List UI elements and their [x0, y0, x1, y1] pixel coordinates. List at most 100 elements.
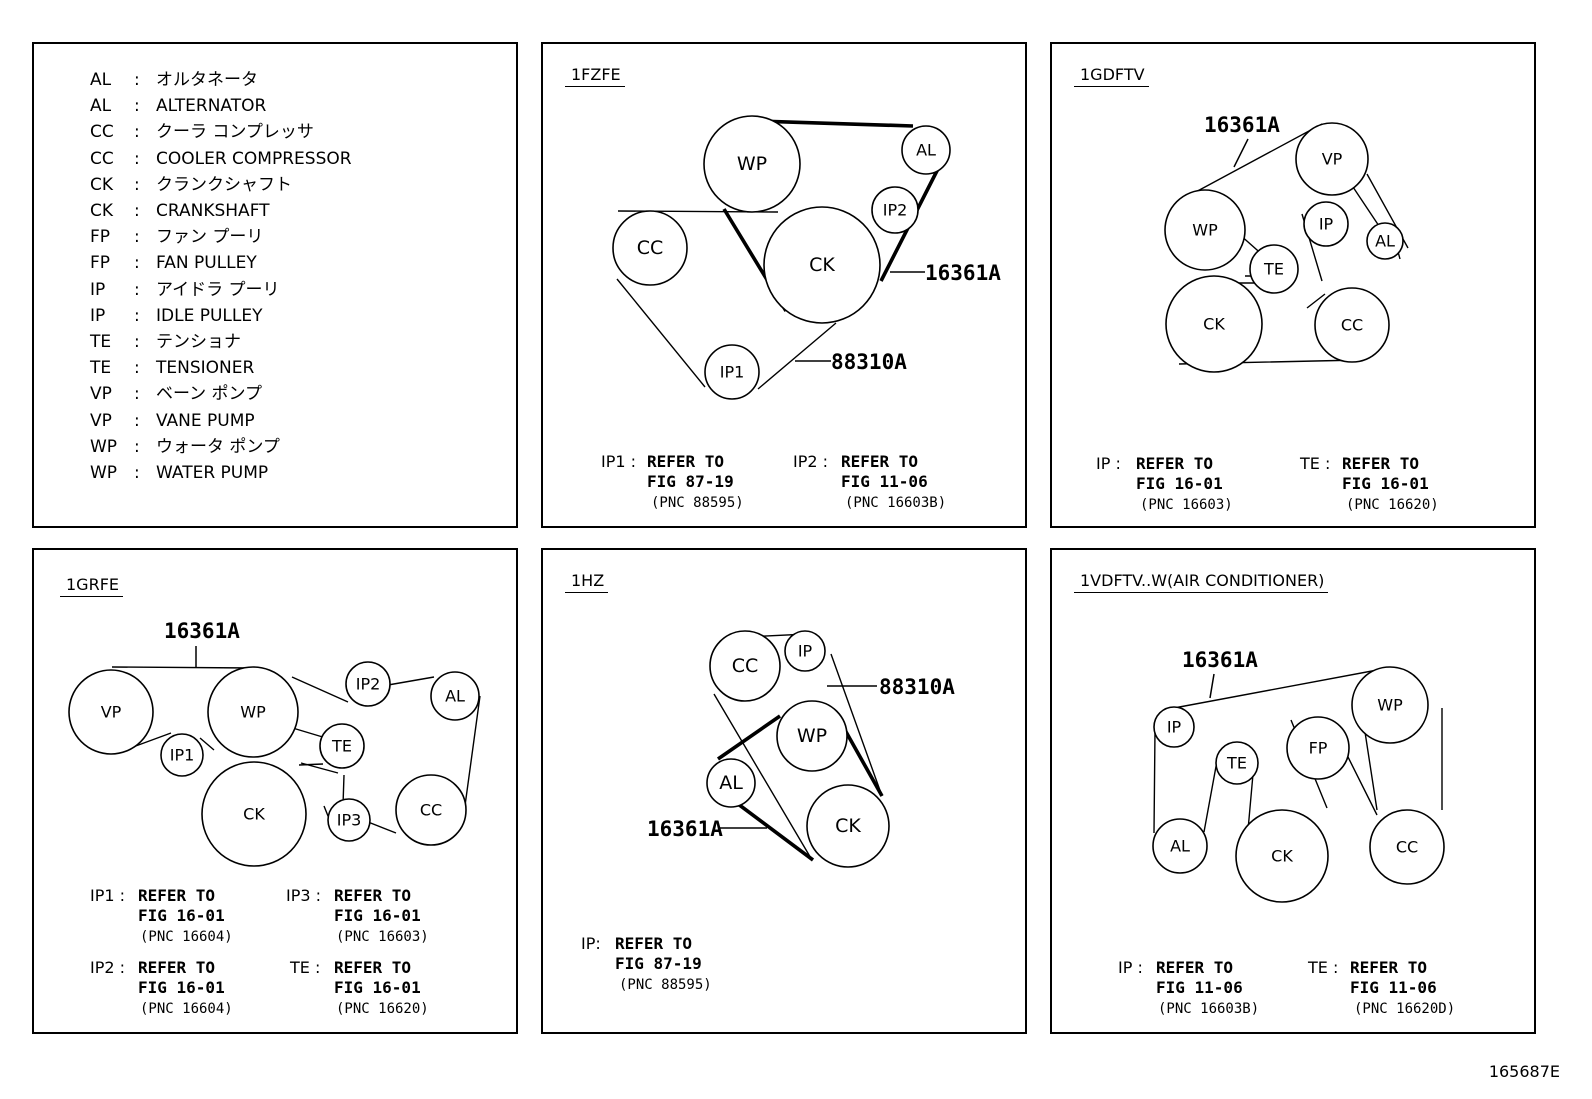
svg-text:CC: CC	[1396, 838, 1418, 857]
svg-text:WP: WP	[797, 725, 827, 747]
legend-abbr: FP	[90, 253, 111, 274]
pulley-al: AL	[430, 671, 480, 721]
belt-16361a	[111, 666, 481, 834]
svg-text:IP2: IP2	[356, 675, 381, 694]
panel-1hz: 1HZ CC IP WP AL CK 88310A 16361A IP:REFE…	[541, 548, 1027, 1034]
legend-text: ALTERNATOR	[156, 96, 267, 117]
legend-abbr: WP	[90, 436, 118, 457]
svg-text:IP: IP	[798, 642, 813, 661]
panel-1vdftv: 1VDFTV..W(AIR CONDITIONER) IP WP TE FP A…	[1050, 548, 1536, 1034]
legend-row: TE:テンショナ	[90, 332, 241, 352]
pulley-vp: VP	[68, 669, 154, 755]
legend-text: CRANKSHAFT	[156, 201, 270, 221]
pulley-ip3: IP3	[327, 798, 371, 842]
pulley-ip1: IP1	[160, 733, 204, 777]
svg-text:TE: TE	[331, 737, 352, 756]
legend-row: CK: CRANKSHAFT	[90, 201, 270, 221]
pulley-ip: IP	[1153, 706, 1195, 748]
svg-text:CK: CK	[809, 254, 835, 276]
pulley-te: TE	[1249, 244, 1299, 294]
legend-text: TENSIONER	[156, 358, 255, 379]
pulley-al: AL	[1152, 818, 1208, 874]
pulley-al: AL	[706, 758, 756, 808]
legend-colon: :	[134, 148, 140, 169]
legend-abbr: FP	[90, 227, 111, 248]
legend-colon: :	[134, 384, 140, 405]
legend-abbr: CC	[90, 148, 114, 169]
svg-text:AL: AL	[1375, 232, 1395, 251]
legend-row: WP: ウォータ ポンプ	[90, 437, 280, 457]
legend-row: VP:ベーン ポンプ	[90, 384, 262, 404]
legend-text: ウォータ ポンプ	[156, 436, 280, 457]
svg-text:CK: CK	[835, 815, 861, 837]
svg-text:IP2: IP2	[883, 201, 908, 220]
pulley-cc: CC	[395, 774, 467, 846]
legend-colon: :	[134, 436, 140, 457]
legend-row: FP:FAN PULLEY	[90, 253, 257, 273]
legend-text: アイドラ プーリ	[156, 279, 280, 300]
svg-text:IP: IP	[1167, 718, 1182, 737]
pulley-te: TE	[1215, 741, 1259, 785]
part-number-88310a: 88310A	[879, 675, 955, 699]
ref-note: IP2 :REFER TO FIG 16-01 (PNC 16604)	[90, 958, 233, 1017]
svg-text:IP1: IP1	[720, 363, 745, 382]
legend-colon: :	[134, 305, 140, 326]
ref-note: TE :REFER TO FIG 16-01 (PNC 16620)	[1300, 454, 1439, 513]
legend-abbr: WP	[90, 463, 118, 483]
svg-text:TE: TE	[1226, 754, 1247, 773]
pulley-wp: WP	[1351, 666, 1429, 744]
legend-text: テンショナ	[156, 332, 241, 352]
engine-label: 1FZFE	[565, 66, 625, 87]
legend-text: IDLE PULLEY	[156, 305, 263, 326]
svg-text:WP: WP	[240, 703, 266, 722]
legend-abbr: VP	[90, 384, 112, 405]
part-number-16361a: 16361A	[647, 817, 723, 841]
legend-colon: :	[134, 227, 140, 248]
pulley-cc: CC	[1314, 287, 1390, 363]
legend-colon: :	[134, 174, 140, 195]
pulley-ip1: IP1	[704, 344, 760, 400]
belt-diagram-1grfe: VP WP IP2 AL IP1 TE CK IP3 CC 16361A	[68, 619, 481, 867]
part-number-88310a: 88310A	[831, 350, 907, 374]
legend-colon: :	[134, 410, 140, 431]
legend-abbr: CK	[90, 201, 114, 221]
svg-text:CK: CK	[1203, 315, 1225, 334]
svg-text:CK: CK	[1271, 847, 1293, 866]
part-number-16361a: 16361A	[1204, 113, 1280, 137]
belt-16361a	[716, 714, 884, 862]
legend-colon: :	[134, 122, 140, 143]
svg-text:CC: CC	[420, 801, 442, 820]
legend-row: IP:IDLE PULLEY	[90, 306, 262, 326]
legend-abbr: AL	[90, 96, 112, 117]
legend-row: CK:クランクシャフト	[90, 175, 292, 195]
legend-colon: :	[134, 201, 140, 221]
pulley-wp: WP	[1164, 189, 1246, 271]
legend-row: TE:TENSIONER	[90, 358, 254, 378]
part-number-16361a: 16361A	[1182, 648, 1258, 672]
legend-row: CC:クーラ コンプレッサ	[90, 122, 314, 142]
svg-text:WP: WP	[1377, 696, 1403, 715]
pulley-ip: IP	[1303, 201, 1349, 247]
belt-diagram-1fzfe: WP AL IP2 CC CK IP1 16361A 88310A	[612, 115, 1001, 400]
engine-label: 1VDFTV..W(AIR CONDITIONER)	[1074, 572, 1329, 593]
pulley-cc: CC	[709, 630, 781, 702]
legend-row: WP:WATER PUMP	[90, 463, 268, 483]
legend-text: オルタネータ	[156, 70, 258, 90]
pulley-ck: CK	[201, 761, 307, 867]
pulley-al: AL	[1366, 222, 1404, 260]
svg-text:IP1: IP1	[170, 746, 195, 765]
svg-text:CC: CC	[637, 237, 664, 259]
svg-text:FP: FP	[1309, 739, 1328, 758]
engine-label: 1GDFTV	[1074, 66, 1149, 87]
pulley-wp: WP	[207, 666, 299, 758]
ref-note: IP2 :REFER TO FIG 11-06 (PNC 16603B)	[793, 452, 947, 511]
pulley-ip2: IP2	[345, 661, 391, 707]
svg-text:IP3: IP3	[337, 811, 362, 830]
legend-row: VP:VANE PUMP	[90, 411, 255, 431]
legend-row: CC:COOLER COMPRESSOR	[90, 149, 352, 169]
pulley-ck: CK	[1235, 809, 1329, 903]
legend-colon: :	[134, 332, 140, 352]
legend-abbr: IP	[90, 279, 106, 300]
ref-note: TE :REFER TO FIG 16-01 (PNC 16620)	[290, 958, 429, 1017]
